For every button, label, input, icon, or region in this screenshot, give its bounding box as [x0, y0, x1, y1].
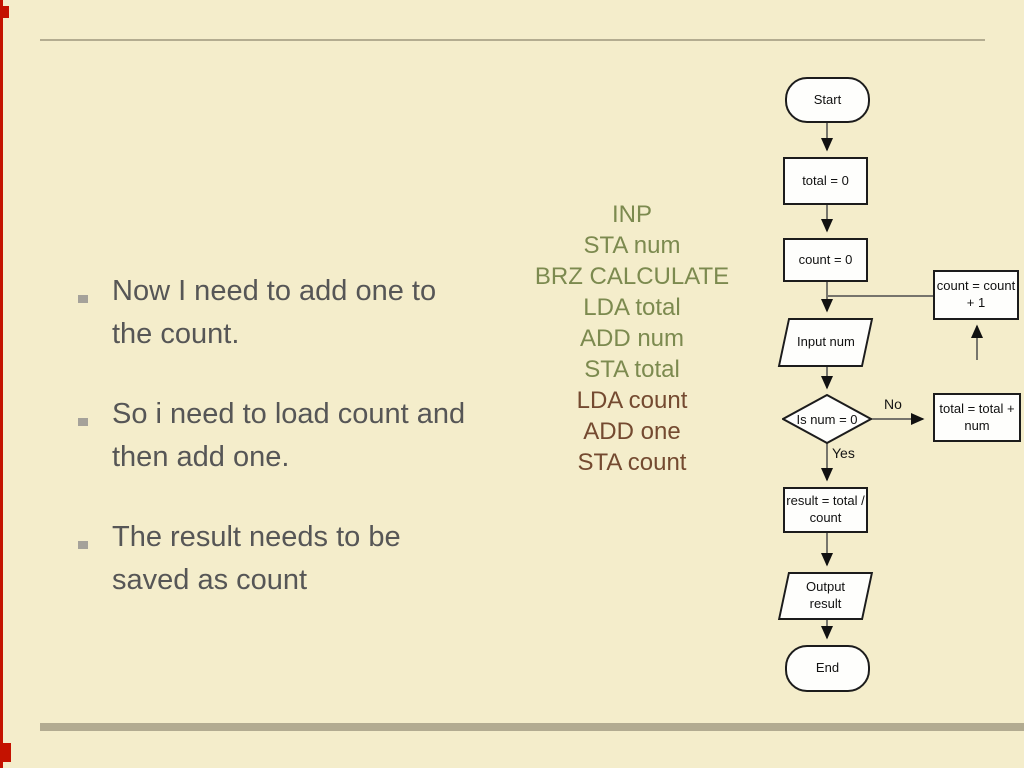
left-accent-top-square	[0, 6, 9, 18]
assembly-code-block: INP STA num BRZ CALCULATE LDA total ADD …	[502, 199, 762, 478]
decision-diamond-shape	[780, 393, 874, 445]
bullet-line: So i need to load count and	[112, 398, 466, 430]
top-rule	[40, 39, 985, 41]
bullet-line: then add one.	[112, 441, 290, 473]
bullet-square-icon	[78, 295, 88, 303]
flowchart-increment-node: count = count + 1	[933, 270, 1019, 320]
flowchart-output-label: Output result	[805, 579, 846, 611]
flowchart-accumulate-node: total = total + num	[933, 393, 1021, 442]
bullet-line: The result needs to be	[112, 521, 401, 553]
edge-label-yes: Yes	[832, 445, 855, 461]
bullet-square-icon	[78, 541, 88, 549]
edge-label-no: No	[884, 396, 902, 412]
left-accent-stripe	[0, 0, 3, 768]
flowchart-result-node: result = total / count	[783, 487, 868, 533]
bullet-line: saved as count	[112, 564, 308, 596]
code-line: BRZ CALCULATE	[534, 263, 730, 290]
code-line: INP	[611, 201, 652, 228]
left-accent-bottom-square	[0, 743, 11, 762]
code-line: STA count	[577, 449, 687, 476]
bullet-line: Now I need to add one to	[112, 275, 437, 307]
code-line: ADD one	[583, 418, 681, 445]
flowchart-end-node: End	[785, 645, 870, 692]
flowchart-total-init-node: total = 0	[783, 157, 868, 205]
code-line: LDA total	[583, 294, 681, 321]
flowchart-decision-label: Is num = 0	[796, 411, 858, 427]
flowchart-input-label: Input num	[796, 334, 855, 350]
flowchart-input-node: Input num	[777, 318, 874, 367]
flowchart-output-node: Output result	[777, 572, 874, 620]
bullet-line: the count.	[112, 318, 240, 350]
flowchart-start-node: Start	[785, 77, 870, 123]
code-line: STA num	[583, 232, 681, 259]
bullet-text: The result needs to be saved as count	[112, 516, 552, 602]
bottom-rule	[40, 723, 1024, 731]
code-line: LDA count	[576, 387, 688, 414]
flowchart-count-init-node: count = 0	[783, 238, 868, 282]
bullet-square-icon	[78, 418, 88, 426]
code-line: STA total	[584, 356, 680, 383]
flowchart-decision-node: Is num = 0	[780, 393, 874, 445]
code-line: ADD num	[579, 325, 685, 352]
bullet-text: So i need to load count and then add one…	[112, 393, 552, 479]
bullet-text: Now I need to add one to the count.	[112, 270, 552, 356]
